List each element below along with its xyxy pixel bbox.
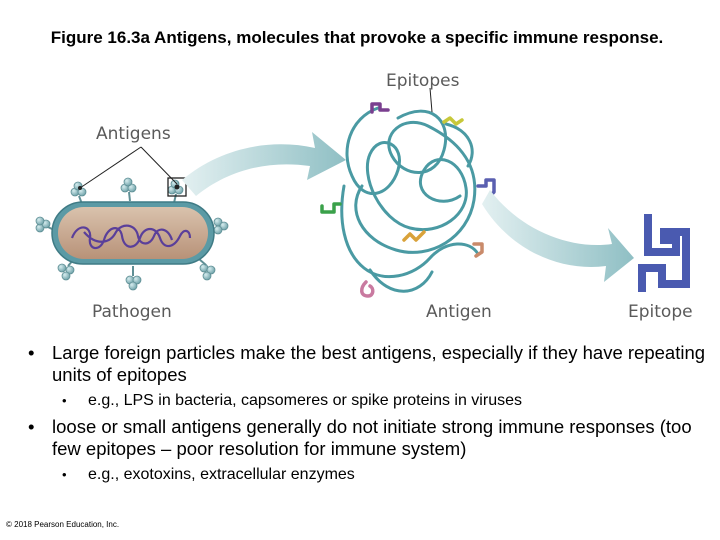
epitope-orange bbox=[402, 230, 426, 242]
label-pathogen: Pathogen bbox=[92, 302, 172, 322]
epitope-salmon bbox=[472, 242, 484, 258]
epitope-green bbox=[320, 202, 342, 214]
slide-title: Figure 16.3a Antigens, molecules that pr… bbox=[50, 28, 664, 47]
antigen-callout-box bbox=[167, 177, 187, 197]
epitope-blue bbox=[476, 178, 496, 198]
bullet-list: • Large foreign particles make the best … bbox=[28, 342, 708, 490]
epitope-purple bbox=[370, 102, 390, 114]
bullet-item: • loose or small antigens generally do n… bbox=[28, 416, 692, 459]
epitope-yellow bbox=[442, 116, 464, 126]
label-epitope: Epitope bbox=[628, 302, 693, 322]
epitopes bbox=[320, 102, 496, 298]
label-epitopes: Epitopes bbox=[386, 71, 460, 91]
bullet-text: loose or small antigens generally do not… bbox=[52, 416, 692, 459]
antigen-diagram: Antigens Pathogen Epitopes Antigen Epito… bbox=[35, 71, 693, 322]
copyright-notice: © 2018 Pearson Education, Inc. bbox=[6, 520, 120, 529]
epitope-enlarged bbox=[638, 214, 690, 292]
sub-bullet-item: • e.g., exotoxins, extracellular enzymes bbox=[62, 466, 355, 483]
bullet-text: Large foreign particles make the best an… bbox=[52, 342, 706, 385]
sub-bullet-text: e.g., exotoxins, extracellular enzymes bbox=[88, 466, 355, 483]
arrow-to-antigen bbox=[182, 132, 346, 196]
bullet-item: • Large foreign particles make the best … bbox=[28, 342, 706, 385]
pathogen-cytoplasm bbox=[58, 207, 208, 259]
sub-bullet-item: • e.g., LPS in bacteria, capsomeres or s… bbox=[62, 392, 522, 409]
pathogen-illustration bbox=[35, 146, 229, 291]
sub-bullet-text: e.g., LPS in bacteria, capsomeres or spi… bbox=[88, 392, 522, 409]
label-antigen: Antigen bbox=[426, 302, 492, 322]
antigen-protein bbox=[340, 106, 480, 293]
arrow-to-epitope bbox=[482, 190, 634, 282]
label-antigens: Antigens bbox=[96, 124, 171, 144]
epitope-pink bbox=[360, 280, 375, 298]
pathogen-dna bbox=[70, 224, 192, 250]
